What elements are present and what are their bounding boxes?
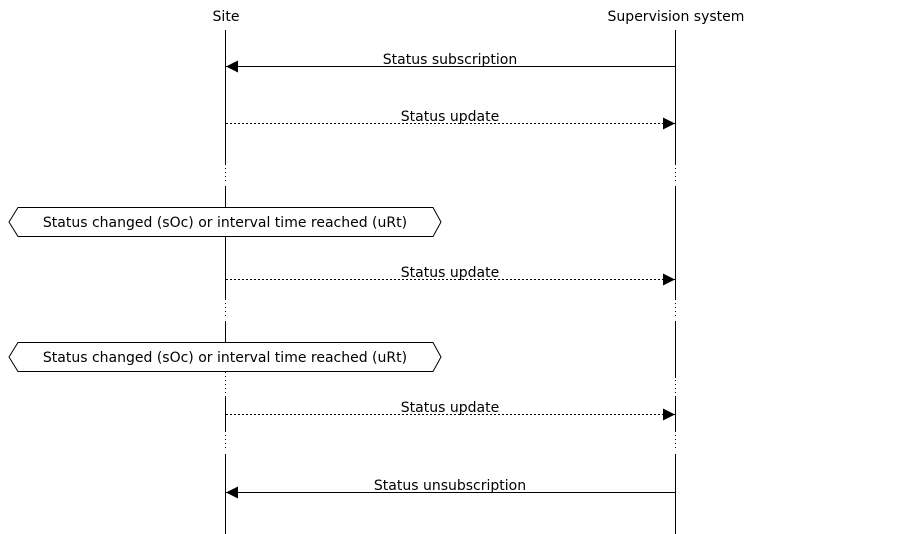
message-label: Status update bbox=[401, 265, 499, 281]
message-label: Status subscription bbox=[383, 52, 517, 68]
message-status-subscription: Status subscription bbox=[226, 52, 675, 73]
message-label: Status unsubscription bbox=[374, 478, 526, 494]
event-box-outline bbox=[8, 207, 442, 237]
event-label: Status changed (sOc) or interval time re… bbox=[43, 350, 407, 366]
participant-site-label: Site bbox=[213, 9, 240, 25]
event-box: Status changed (sOc) or interval time re… bbox=[8, 207, 442, 237]
message-label: Status update bbox=[401, 109, 499, 125]
event-box-outline bbox=[8, 342, 442, 372]
message-status-unsubscription: Status unsubscription bbox=[226, 478, 675, 499]
event-box: Status changed (sOc) or interval time re… bbox=[8, 342, 442, 372]
message-status-update: Status update bbox=[226, 400, 675, 421]
message-status-update: Status update bbox=[226, 265, 675, 286]
event-label: Status changed (sOc) or interval time re… bbox=[43, 215, 407, 231]
message-status-update: Status update bbox=[226, 109, 675, 130]
message-label: Status update bbox=[401, 400, 499, 416]
participant-supervision-label: Supervision system bbox=[608, 9, 745, 25]
